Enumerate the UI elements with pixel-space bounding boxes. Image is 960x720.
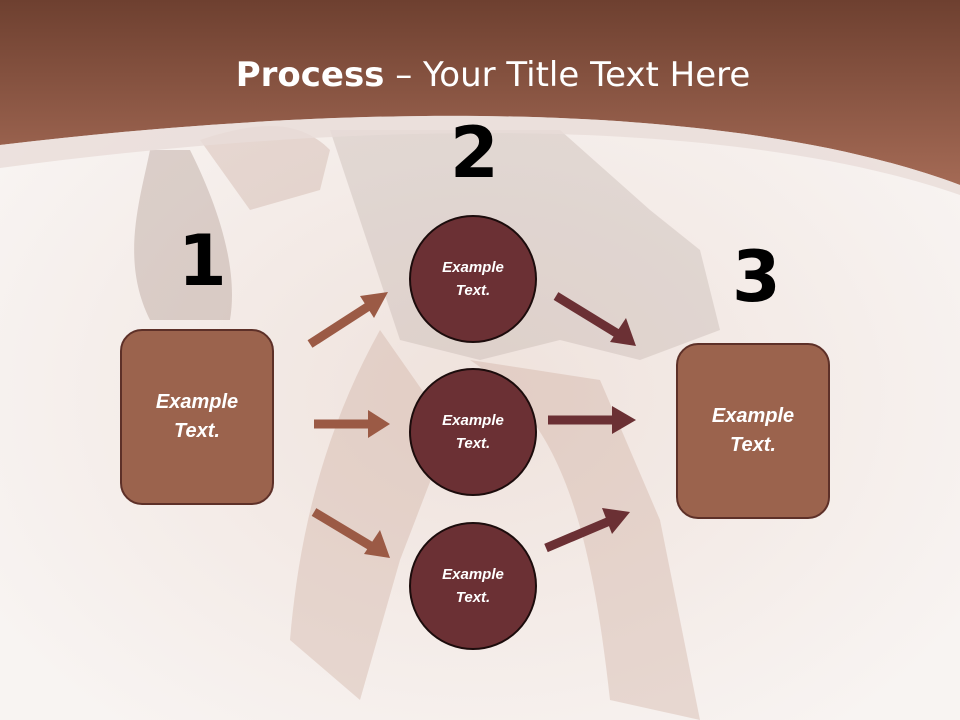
process-circle-3-text: Example Text. <box>442 566 504 606</box>
page-title: Process – Your Title Text Here <box>0 52 960 98</box>
output-box: Example Text. <box>676 343 830 519</box>
arrow-input-to-circle-2 <box>314 410 390 438</box>
arrow-input-to-circle-1 <box>307 292 388 348</box>
input-box: Example Text. <box>120 329 274 505</box>
process-circle-1: Example Text. <box>409 215 537 343</box>
arrow-circle-1-to-output <box>553 292 636 346</box>
process-circle-3: Example Text. <box>409 522 537 650</box>
input-box-text: Example Text. <box>155 391 239 442</box>
step-number-1: 1 <box>178 220 227 302</box>
process-circle-1-text: Example Text. <box>442 259 504 299</box>
process-circle-2: Example Text. <box>409 368 537 496</box>
output-box-text: Example Text. <box>711 405 795 456</box>
arrow-circle-2-to-output <box>548 406 636 434</box>
process-circle-2-text: Example Text. <box>442 412 504 452</box>
step-number-2: 2 <box>450 112 499 194</box>
title-bold: Process <box>235 55 385 95</box>
title-rest: – Your Title Text Here <box>384 55 751 95</box>
arrow-input-to-circle-3 <box>311 508 390 558</box>
step-number-3: 3 <box>732 236 781 318</box>
header-swoosh <box>0 115 960 195</box>
arrow-circle-3-to-output <box>544 508 630 553</box>
header-band <box>0 0 960 185</box>
